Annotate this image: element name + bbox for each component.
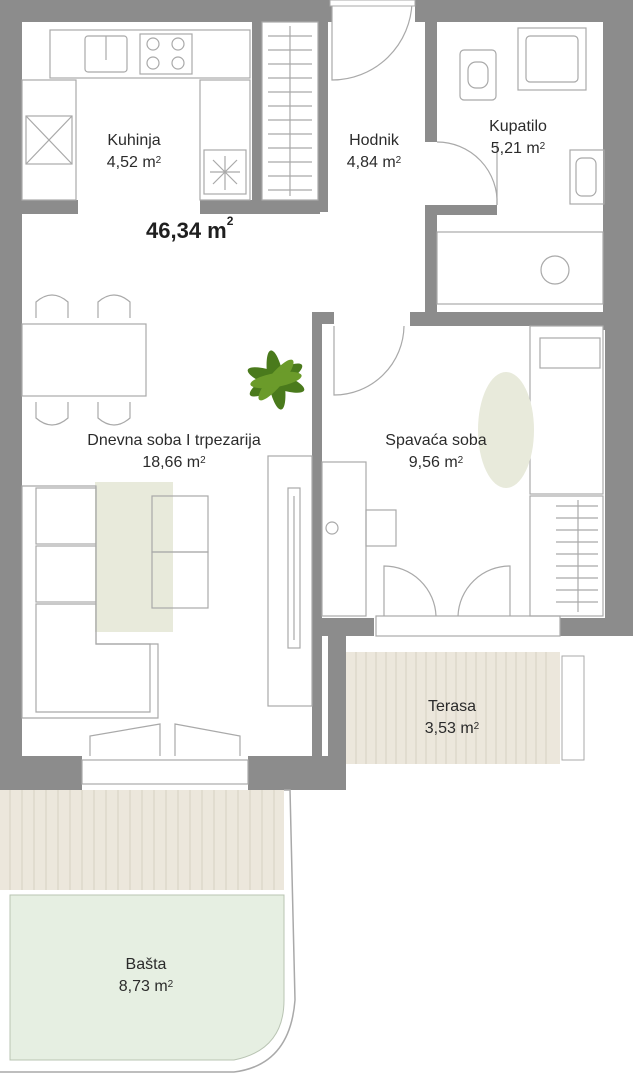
room-area: 4,52 m2 xyxy=(106,154,162,171)
garden-lawn xyxy=(9,894,285,1061)
walls xyxy=(0,0,633,790)
room-area: 3,53 m2 xyxy=(424,720,480,737)
room-area: 18,66 m2 xyxy=(142,454,206,471)
balcony-door xyxy=(81,723,249,785)
bedroom-rug xyxy=(478,372,534,488)
room-name: Spavaća soba xyxy=(385,432,487,449)
terrace-planter xyxy=(561,655,585,761)
room-name: Terasa xyxy=(427,698,477,715)
entry-door xyxy=(331,1,413,81)
sofa xyxy=(21,485,209,719)
room-area: 8,73 m2 xyxy=(118,978,174,995)
living-rug xyxy=(95,482,173,632)
room-area: 5,21 m2 xyxy=(490,140,546,157)
room-name: Dnevna soba I trpezarija xyxy=(87,432,261,449)
plant xyxy=(247,350,305,410)
room-area: 9,56 m2 xyxy=(408,454,464,471)
room-label-terrace: Terasa 3,53 m2 xyxy=(402,696,502,740)
room-name: Kupatilo xyxy=(489,118,547,135)
room-label-bedroom: Spavaća soba 9,56 m2 xyxy=(364,430,508,474)
room-name: Kuhinja xyxy=(107,132,161,149)
bedroom-furniture xyxy=(321,325,604,637)
tv-unit xyxy=(267,455,313,707)
room-label-kitchen: Kuhinja 4,52 m2 xyxy=(86,130,182,174)
entry-threshold xyxy=(329,0,416,7)
garden-edge xyxy=(0,789,296,1073)
room-area: 4,84 m2 xyxy=(346,154,402,171)
room-label-garden: Bašta 8,73 m2 xyxy=(96,954,196,998)
hallway-wardrobe xyxy=(261,21,319,201)
terrace-boards xyxy=(355,652,547,764)
room-name: Hodnik xyxy=(349,132,399,149)
room-name: Bašta xyxy=(125,956,167,973)
deck-boards xyxy=(9,790,275,890)
dining-set xyxy=(21,294,147,426)
terrace-deck xyxy=(346,652,560,764)
room-label-hallway: Hodnik 4,84 m2 xyxy=(324,130,424,174)
kitchen-furniture xyxy=(21,29,251,201)
bathroom-fixtures xyxy=(436,27,605,305)
room-label-living: Dnevna soba I trpezarija 18,66 m2 xyxy=(44,430,304,474)
total-area: 46,34 m2 xyxy=(146,214,234,243)
room-label-bathroom: Kupatilo 5,21 m2 xyxy=(466,116,570,160)
